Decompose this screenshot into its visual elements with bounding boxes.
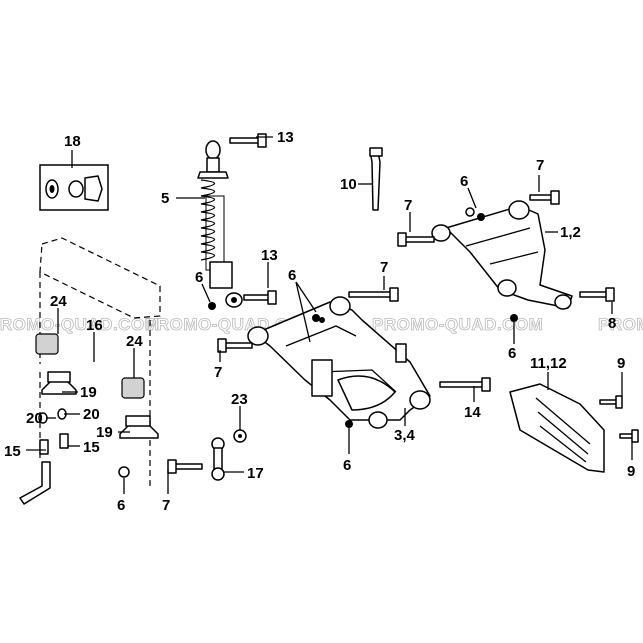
callout-6-right: 6 <box>508 345 516 362</box>
callout-19-right: 19 <box>96 424 113 441</box>
direction-arrow-icon <box>19 461 51 505</box>
callout-11-12: 11,12 <box>530 355 567 372</box>
callout-14: 14 <box>464 404 481 421</box>
callout-24-right: 24 <box>126 333 143 350</box>
callout-13-lower: 13 <box>261 247 278 264</box>
callout-17: 17 <box>247 465 264 482</box>
frame-mount-dashed <box>39 237 161 490</box>
callout-9-bottom: 9 <box>627 463 635 480</box>
callout-6-lower: 6 <box>343 457 351 474</box>
callout-9-top: 9 <box>617 355 625 372</box>
lower-a-arm <box>217 287 491 429</box>
bolt-13-top <box>229 133 267 148</box>
callout-7-bottom: 7 <box>162 497 170 514</box>
callout-6-bottom: 6 <box>117 497 125 514</box>
shock-absorber <box>197 140 243 308</box>
stabilizer-bar <box>15 333 169 448</box>
callout-15-right: 15 <box>83 439 100 456</box>
bushing-kit-box <box>39 164 109 211</box>
upper-a-arm <box>397 190 615 322</box>
callout-24-left: 24 <box>50 293 67 310</box>
callout-19-left: 19 <box>80 384 97 401</box>
callout-8: 8 <box>608 315 616 332</box>
watermark-text-4: PROMO-QUAD.COM <box>598 315 643 334</box>
stabilizer-link <box>118 437 225 481</box>
bushing-23 <box>233 429 247 443</box>
callout-23: 23 <box>231 391 248 408</box>
callout-6-shock: 6 <box>195 269 203 286</box>
skid-plate <box>509 383 639 473</box>
callout-1-2: 1,2 <box>560 224 581 241</box>
nuts-6 <box>208 302 216 310</box>
callout-7-upper-right: 7 <box>536 157 544 174</box>
callout-15-left: 15 <box>4 443 21 460</box>
callout-5: 5 <box>161 190 169 207</box>
watermark-text-1: PROMO-QUAD.COM <box>0 315 159 334</box>
callout-7-upper-left: 7 <box>404 197 412 214</box>
bracket-19-right <box>119 415 159 439</box>
callout-6-upper: 6 <box>460 173 468 190</box>
leader-lines <box>26 136 633 494</box>
watermark-text-3: PROMO-QUAD.COM <box>372 315 543 334</box>
callout-20-right: 20 <box>83 406 100 423</box>
callout-18: 18 <box>64 133 81 150</box>
cable-tie <box>369 147 383 211</box>
callout-20-left: 20 <box>26 410 43 427</box>
callout-7-mid: 7 <box>214 364 222 381</box>
callout-7-arm: 7 <box>380 259 388 276</box>
bolts-15 <box>39 433 69 455</box>
callout-10: 10 <box>340 176 357 193</box>
callout-3-4: 3,4 <box>394 427 416 444</box>
bolt-13-lower <box>243 290 277 305</box>
callout-labels: 18 13 5 10 7 6 7 1,2 13 6 6 7 24 16 24 8… <box>4 129 635 514</box>
washers-20 <box>38 408 67 424</box>
callout-16: 16 <box>86 317 103 334</box>
callout-6-arm: 6 <box>288 267 296 284</box>
callout-13-top: 13 <box>277 129 294 146</box>
bracket-19-left <box>41 371 77 395</box>
